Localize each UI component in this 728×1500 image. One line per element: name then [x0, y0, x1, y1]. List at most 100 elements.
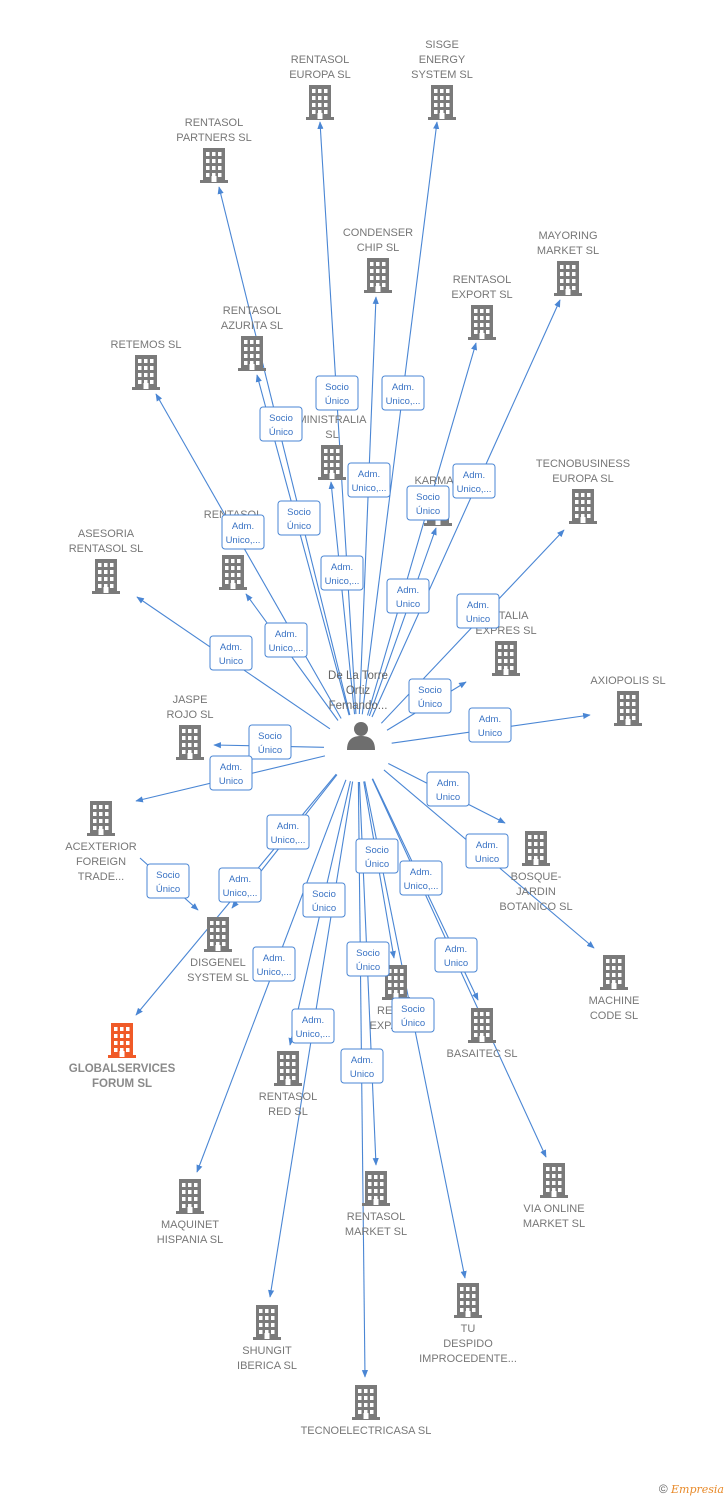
- company-name-line: MARKET SL: [537, 245, 599, 257]
- badge-text: Adm.: [275, 629, 297, 640]
- company-node-tecnobusiness[interactable]: TECNOBUSINESS EUROPA SL: [536, 458, 630, 524]
- badge-text: Adm.: [463, 470, 485, 481]
- company-name-line: BOTANICO SL: [499, 901, 572, 913]
- building-icon: [352, 1385, 380, 1420]
- company-name-line: MARKET SL: [523, 1218, 585, 1230]
- badge-text: Único: [416, 506, 440, 517]
- relation-badge[interactable]: Adm.Unico,...: [381, 375, 425, 411]
- badge-text: Único: [258, 745, 282, 756]
- company-name-line: MAYORING: [538, 230, 597, 242]
- badge-text: Unico,...: [269, 643, 304, 654]
- building-icon: [614, 691, 642, 726]
- badge-text: Adm.: [302, 1015, 324, 1026]
- badge-text: Adm.: [229, 874, 251, 885]
- relation-badge[interactable]: Adm.Unico,...: [320, 555, 364, 591]
- building-icon: [492, 641, 520, 676]
- badge-text: Adm.: [467, 600, 489, 611]
- relation-badge[interactable]: Adm.Unico: [468, 707, 512, 743]
- relation-badge[interactable]: Adm.Unico,...: [291, 1008, 335, 1044]
- relation-badge[interactable]: Adm.Unico,...: [452, 463, 496, 499]
- relation-badge[interactable]: Adm.Unico: [426, 771, 470, 807]
- relation-edge: [361, 121, 440, 715]
- company-name-line: AZURITA SL: [221, 320, 283, 332]
- relation-badge[interactable]: Adm.Unico: [434, 937, 478, 973]
- building-icon: [253, 1305, 281, 1340]
- company-name-line: KARMAC: [414, 475, 461, 487]
- relation-edge: [317, 121, 357, 715]
- company-node-axiopolis[interactable]: AXIOPOLIS SL: [590, 675, 666, 726]
- relation-badge[interactable]: Adm.Unico: [456, 593, 500, 629]
- company-node-tu-despido[interactable]: TUDESPIDOIMPROCEDENTE...: [419, 1283, 517, 1365]
- badge-text: Adm.: [220, 762, 242, 773]
- badges-layer: SocioÚnicoAdm.Unico,...SocioÚnicoAdm.Uni…: [146, 375, 512, 1084]
- relation-badge[interactable]: Adm. Unico,...: [264, 622, 308, 658]
- badge-text: Socio: [418, 685, 442, 696]
- building-icon: [108, 1023, 136, 1058]
- relation-badge[interactable]: Adm.Unico: [465, 833, 509, 869]
- badge-text: Único: [312, 903, 336, 914]
- center-person[interactable]: De La Torre Ortiz Fernando...: [328, 670, 388, 750]
- badge-text: Socio: [325, 382, 349, 393]
- relation-badge[interactable]: Adm.Unico,...: [221, 514, 265, 550]
- badge-text: Único: [401, 1018, 425, 1029]
- company-node-acexterior[interactable]: ACEXTERIORFOREIGNTRADE...: [65, 801, 137, 883]
- building-icon: [238, 336, 266, 371]
- company-name-line: EUROPA SL: [552, 473, 614, 485]
- badge-text: Unico: [219, 776, 243, 787]
- badge-text: Unico,...: [257, 967, 292, 978]
- relation-edge: [366, 342, 478, 716]
- relation-badge[interactable]: Adm.Unico,...: [218, 867, 262, 903]
- relation-badge[interactable]: Adm.Unico,...: [399, 860, 443, 896]
- company-name-line: RENTASOL: [291, 54, 349, 66]
- relation-badge[interactable]: Adm. Unico: [209, 755, 253, 791]
- company-node-mayoring[interactable]: MAYORING MARKET SL: [537, 230, 599, 296]
- badge-text: Socio: [365, 845, 389, 856]
- company-node-tecnoelectricasa[interactable]: TECNOELECTRICASA SL: [301, 1385, 432, 1437]
- relation-badge[interactable]: Adm.Unico,...: [347, 462, 391, 498]
- company-name-line: RENTASOL: [185, 117, 243, 129]
- building-icon: [176, 1179, 204, 1214]
- relation-badge[interactable]: Adm.Unico: [386, 578, 430, 614]
- company-node-retemos[interactable]: RETEMOS SL: [111, 339, 182, 390]
- building-icon: [87, 801, 115, 836]
- relation-badge[interactable]: Adm.Unico,...: [252, 946, 296, 982]
- company-node-basaitec[interactable]: BASAITEC SL: [447, 1008, 518, 1060]
- company-name-line: TECNOBUSINESS: [536, 458, 630, 470]
- relation-badge[interactable]: Adm.Unico,...: [266, 814, 310, 850]
- brand-logo[interactable]: Empresia: [671, 1483, 724, 1496]
- relation-badge[interactable]: Adm.Unico: [209, 635, 253, 671]
- badge-text: Unico,...: [386, 396, 421, 407]
- building-icon: [92, 559, 120, 594]
- company-name-line: MINISTRALIA: [297, 414, 367, 426]
- relation-badge[interactable]: Adm.Unico: [340, 1048, 384, 1084]
